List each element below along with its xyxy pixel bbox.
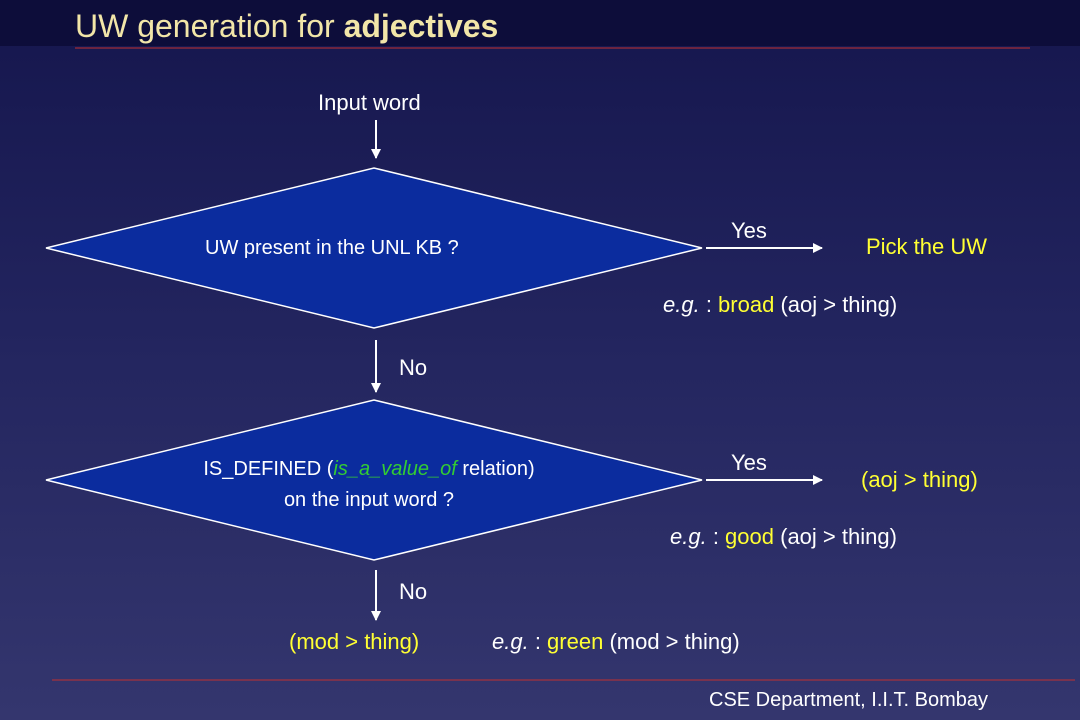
decision-2-yes-label: Yes [731, 450, 767, 475]
decision-2-no-label: No [399, 579, 428, 604]
decision-1-yes-label: Yes [731, 218, 767, 243]
decision-diamond-1 [45, 167, 703, 329]
decision-1-example: e.g. : broad (aoj > thing) [663, 292, 898, 317]
decision-1-no-label: No [399, 355, 428, 380]
decision-2-text: IS_DEFINED (is_a_value_of relation) on t… [144, 454, 594, 516]
decision-2-line-2: on the input word ? [283, 489, 455, 511]
slide-title: UW generation for adjectives [75, 8, 499, 44]
decision-2-example: e.g. : good (aoj > thing) [670, 524, 897, 549]
final-result: (mod > thing) [289, 629, 420, 654]
final-example: e.g. : green (mod > thing) [492, 629, 740, 654]
input-word-label: Input word [318, 90, 421, 115]
slide-title-bold: adjectives [343, 8, 499, 44]
decision-diamond-2 [45, 399, 703, 561]
decision-2-line-1: IS_DEFINED (is_a_value_of relation) [203, 458, 535, 480]
decision-1-text: UW present in the UNL KB ? [205, 237, 459, 259]
decision-1-yes-result: Pick the UW [866, 234, 988, 259]
footer-text: CSE Department, I.I.T. Bombay [709, 689, 988, 711]
title-bar [0, 0, 1080, 46]
decision-2-yes-result: (aoj > thing) [861, 467, 978, 492]
